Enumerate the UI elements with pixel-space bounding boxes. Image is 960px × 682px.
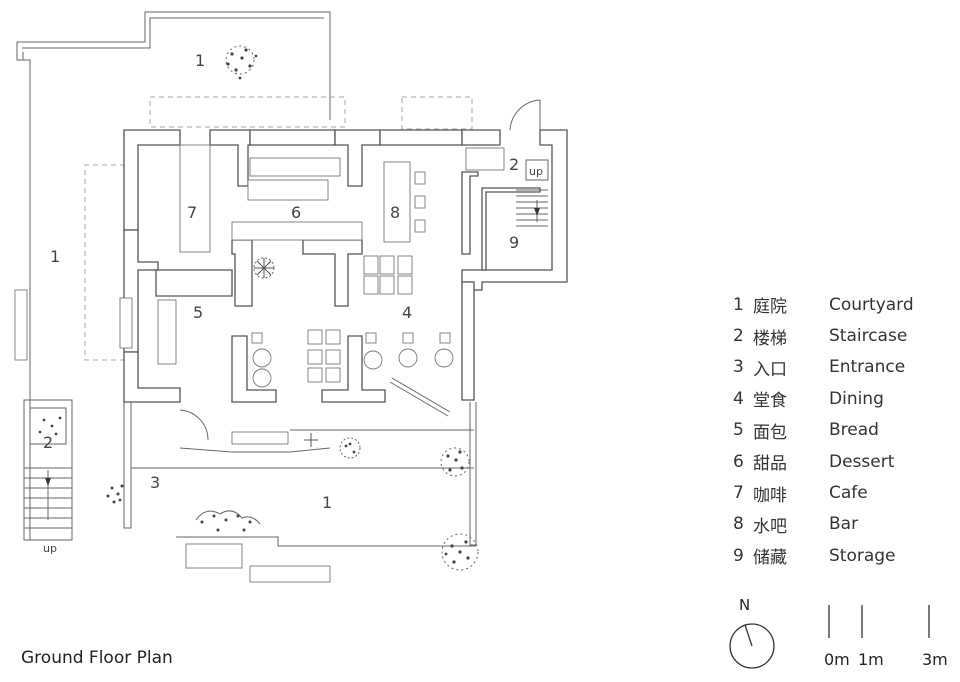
legend-chinese-label: 面包 (753, 422, 787, 443)
scale-bar-ticks (828, 605, 930, 638)
drawing-caption: Ground Floor Plan (21, 648, 173, 668)
shrub-icon (195, 510, 261, 532)
legend-row: 8 水吧 Bar (733, 509, 953, 540)
legend-number: 4 (733, 388, 744, 409)
legend-row: 7 咖啡 Cafe (733, 477, 953, 508)
legend-number: 3 (733, 357, 744, 378)
courtyard-south-boundary (123, 99, 541, 583)
room-label-courtyard-west: 1 (50, 247, 60, 266)
legend-english-label: Cafe (829, 483, 868, 504)
stair-west (23, 399, 73, 541)
legend-number: 2 (733, 326, 744, 347)
legend-english-label: Bread (829, 420, 879, 441)
room-label-stair-west: 2 (43, 433, 53, 452)
legend-number: 7 (733, 483, 744, 504)
shrub-icon (106, 484, 124, 504)
legend-english-label: Staircase (829, 326, 908, 347)
north-arrow-icon (729, 623, 775, 669)
legend-chinese-label: 庭院 (753, 297, 787, 318)
shrub-icon (304, 433, 361, 459)
legend-number: 9 (733, 545, 744, 566)
legend-number: 8 (733, 514, 744, 535)
room-label-dining: 4 (402, 303, 412, 322)
courtyard-north-boundary (16, 11, 331, 540)
legend-english-label: Storage (829, 545, 896, 566)
legend-row: 9 储藏 Storage (733, 540, 953, 571)
legend-chinese-label: 甜品 (753, 454, 787, 475)
legend-chinese-label: 水吧 (753, 516, 787, 537)
building-walls (123, 129, 568, 403)
legend-chinese-label: 堂食 (753, 391, 787, 412)
room-label-courtyard-north: 1 (195, 51, 205, 70)
stair-main (516, 159, 549, 227)
legend-row: 4 堂食 Dining (733, 383, 953, 414)
room-label-cafe: 7 (187, 203, 197, 222)
legend-english-label: Dessert (829, 451, 895, 472)
furniture (157, 144, 505, 445)
scale-label-3m: 3m (922, 650, 948, 669)
room-label-entrance: 3 (150, 473, 160, 492)
legend-chinese-label: 储藏 (753, 548, 787, 569)
legend-row: 1 庭院 Courtyard (733, 289, 953, 320)
legend-english-label: Entrance (829, 357, 906, 378)
dashed-canopy-lines (84, 96, 473, 361)
legend-row: 3 入口 Entrance (733, 352, 953, 383)
room-label-courtyard-south: 1 (322, 493, 332, 512)
legend-english-label: Dining (829, 388, 884, 409)
legend-number: 1 (733, 294, 744, 315)
legend-chinese-label: 入口 (753, 359, 787, 380)
legend-row: 2 楼梯 Staircase (733, 320, 953, 351)
stair-main-up-tag: up (529, 165, 543, 178)
tree-icon (440, 447, 470, 477)
legend-english-label: Courtyard (829, 294, 914, 315)
room-legend: 1 庭院 Courtyard 2 楼梯 Staircase 3 入口 Entrance 4 堂食 Di… (733, 289, 953, 572)
plant-icons (38, 45, 479, 571)
room-label-dessert: 6 (291, 203, 301, 222)
scale-label-0m: 0m (824, 650, 850, 669)
room-label-bread: 5 (193, 303, 203, 322)
north-arrow-label: N (739, 596, 751, 614)
room-label-storage: 9 (509, 233, 519, 252)
room-label-stair-main: 2 (509, 155, 519, 174)
legend-row: 5 面包 Bread (733, 415, 953, 446)
legend-row: 6 甜品 Dessert (733, 446, 953, 477)
room-labels: 1 1 1 2 up 2 up 3 4 5 6 7 8 9 (43, 51, 543, 555)
legend-english-label: Bar (829, 514, 859, 535)
legend-chinese-label: 楼梯 (753, 328, 787, 349)
legend-number: 6 (733, 451, 744, 472)
room-label-bar: 8 (390, 203, 400, 222)
tree-icon (441, 533, 479, 571)
scale-label-1m: 1m (858, 650, 884, 669)
courtyard-west-elements (14, 289, 133, 361)
shrub-icon (38, 416, 62, 436)
legend-number: 5 (733, 420, 744, 441)
stair-west-up-tag: up (43, 542, 57, 555)
tree-icon (225, 45, 258, 80)
legend-chinese-label: 咖啡 (753, 485, 787, 506)
tree-icon (253, 257, 275, 279)
